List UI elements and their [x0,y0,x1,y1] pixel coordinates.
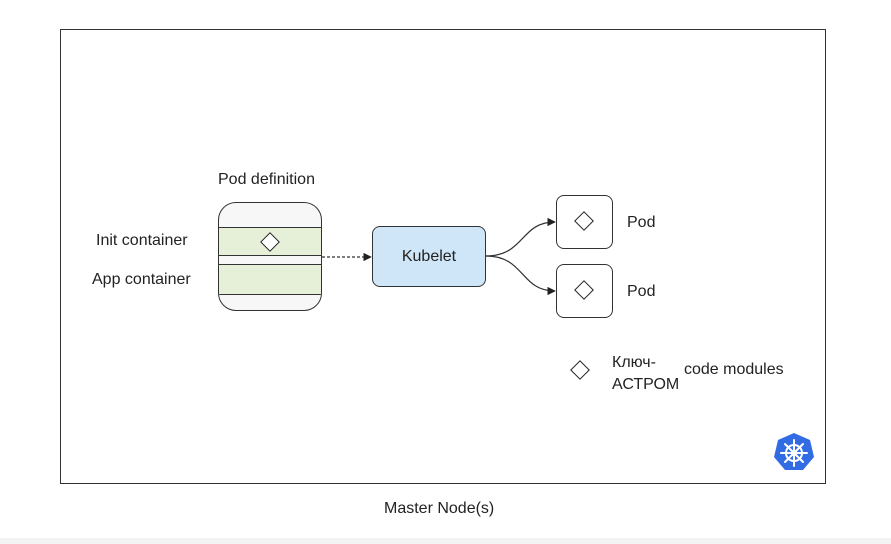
kubernetes-helm-icon [774,433,814,470]
master-node-frame [60,29,826,484]
legend-key-line2: АСТРОМ [612,376,680,393]
bottom-strip [0,538,891,544]
pod-definition-label: Pod definition [218,171,315,188]
module-diamond-icon [574,211,594,231]
kubelet-box: Kubelet [372,226,486,287]
init-container-band [219,227,321,256]
module-diamond-icon [574,280,594,300]
init-container-label: Init container [96,232,188,249]
module-diamond-icon [260,232,280,252]
pod-box [556,264,613,318]
app-container-band [219,264,321,295]
pod-definition-box [218,202,322,311]
kubelet-label: Kubelet [401,247,457,265]
pod-label: Pod [627,214,656,231]
master-node-caption: Master Node(s) [384,500,495,517]
pod-box [556,195,613,249]
legend-key-label: Ключ- АСТРОМ [612,352,679,396]
app-container-label: App container [92,271,191,288]
pod-label: Pod [627,283,656,300]
legend-key-line1: Ключ- [612,354,656,371]
kubelet-to-pod1-arrow [485,217,556,257]
legend-description: code modules [684,361,784,378]
kubelet-to-pod2-arrow [485,255,556,296]
